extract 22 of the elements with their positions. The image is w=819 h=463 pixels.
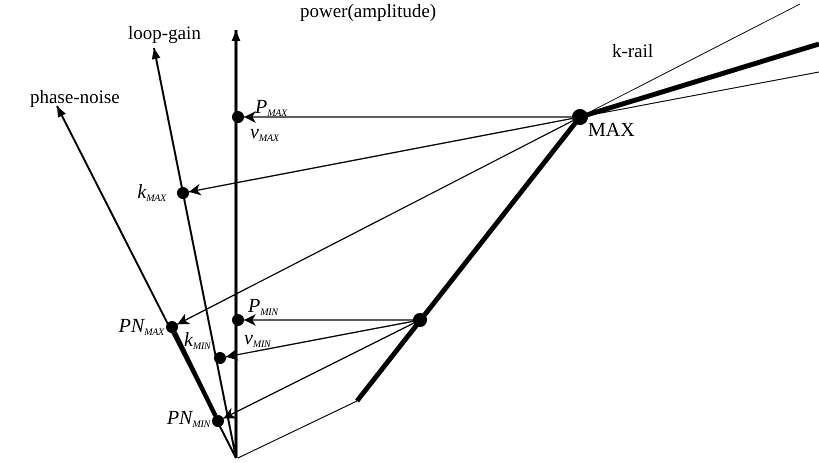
point-label: PN$_{MIN}$: [166, 406, 210, 430]
axis-arrow: [56, 106, 237, 458]
point-label: v$_{MAX}$: [250, 120, 279, 144]
point-label: PN$_{MAX}$: [118, 314, 164, 338]
rail-label: k-rail: [612, 40, 654, 64]
arrow: [188, 118, 572, 196]
range-segment: [172, 331, 218, 417]
axis-label: power(amplitude): [300, 0, 436, 24]
arrow: [177, 120, 574, 325]
arrow: [223, 322, 414, 419]
point-label: P$_{MAX}$: [255, 95, 288, 119]
arrow: [244, 111, 572, 123]
point-label: v$_{MIN}$: [244, 326, 270, 350]
axis-arrow: [152, 48, 237, 458]
arrow: [244, 314, 413, 326]
point-label: P$_{MIN}$: [248, 294, 278, 318]
point-label: k$_{MIN}$: [184, 328, 210, 352]
axis-label: phase-noise: [30, 86, 120, 110]
arrow: [226, 320, 414, 361]
axis-label: loop-gain: [128, 22, 201, 46]
point-label: k$_{MAX}$: [137, 180, 166, 204]
point-label: MAX: [588, 118, 635, 142]
